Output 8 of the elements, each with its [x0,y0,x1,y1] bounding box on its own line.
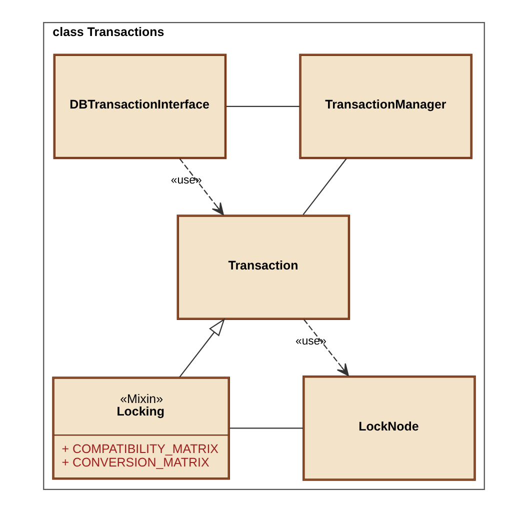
connector [226,105,300,106]
connector [302,158,346,215]
arrow [302,318,348,376]
arrow [178,158,224,215]
edge-label: «use» [170,174,202,186]
connector [229,427,302,428]
arrow [178,318,225,378]
edge-label: «use» [295,334,326,347]
